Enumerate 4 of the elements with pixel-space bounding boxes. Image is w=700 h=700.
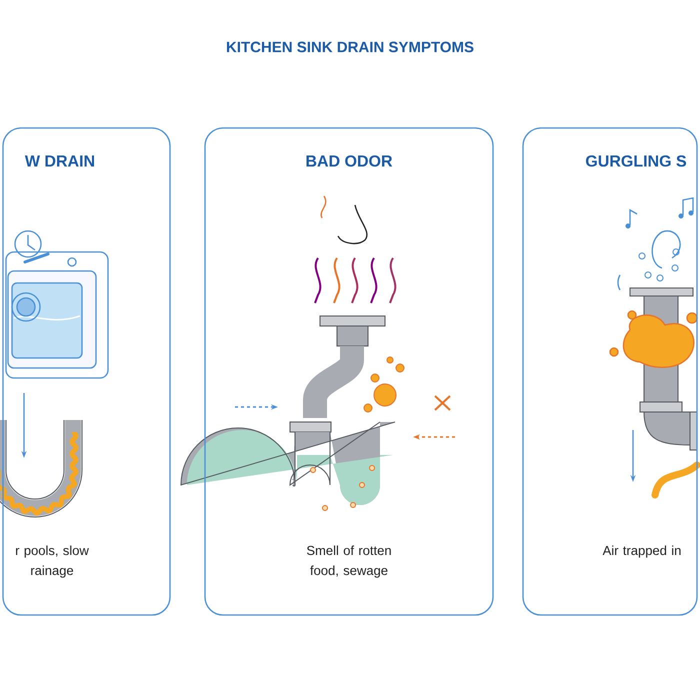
symptom-card: GURGLING S Air trapped in: [522, 127, 698, 616]
symptom-card: BAD ODOR Smell of rotten food, sewage: [204, 127, 494, 616]
symptom-card: W DRAIN r pools, slow rainage: [2, 127, 171, 616]
title: KITCHEN SINK DRAIN SYMPTOMS: [226, 42, 474, 52]
